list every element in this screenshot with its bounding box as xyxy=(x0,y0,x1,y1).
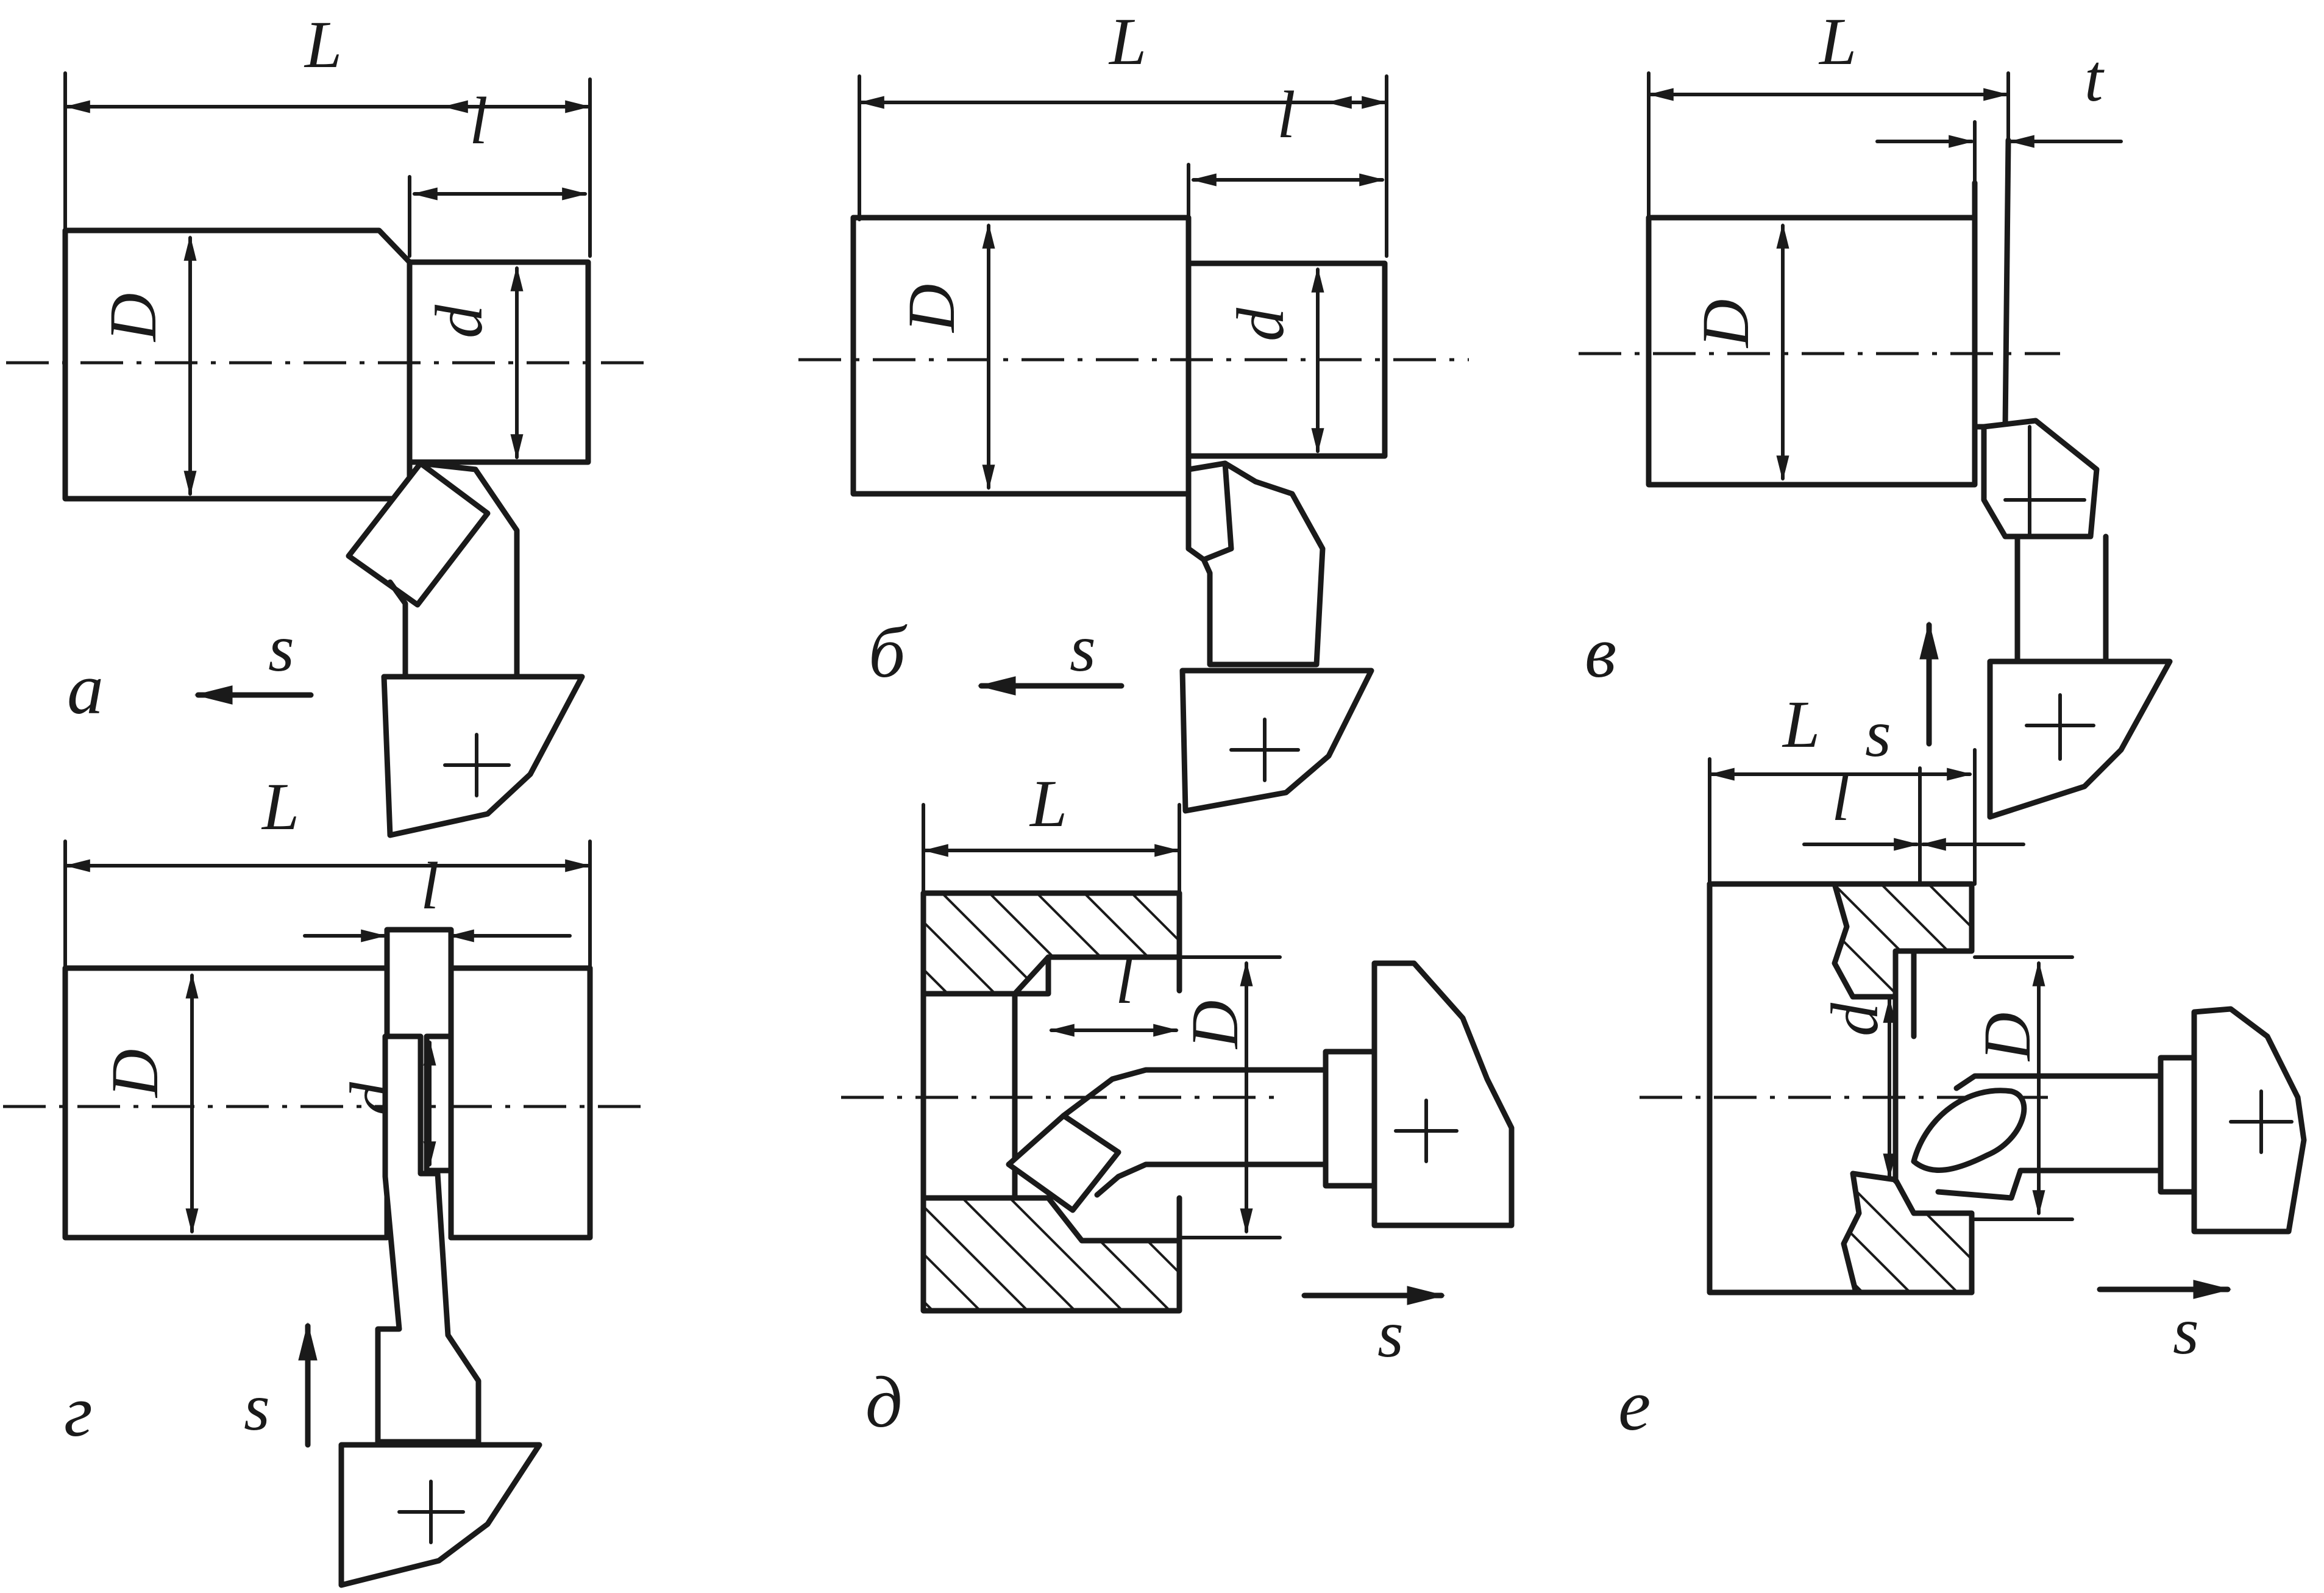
workpiece xyxy=(1646,215,1978,488)
label-L: L xyxy=(304,7,342,82)
wall-section-bottom xyxy=(1841,1171,1975,1295)
label-s: s xyxy=(1070,611,1096,685)
workpiece-small-diameter xyxy=(407,259,591,465)
label-d: d xyxy=(1223,307,1298,341)
cutter-shank xyxy=(1201,460,1326,668)
panel-v: L t D в xyxy=(1579,4,2173,820)
bar-collar xyxy=(1323,1049,1377,1189)
label-l: l xyxy=(1832,760,1850,835)
caption-b: б xyxy=(869,611,908,693)
caption-e: е xyxy=(1618,1364,1651,1445)
tool-holder xyxy=(1179,668,1374,814)
wall-section-top xyxy=(1832,881,1975,1000)
tool-holder xyxy=(1987,658,2173,820)
panel-e: L l s d D s е xyxy=(1618,621,2307,1445)
label-s-top: s xyxy=(1865,696,1891,771)
panel-d: L l D s д xyxy=(841,766,1515,1442)
label-l: l xyxy=(421,849,439,923)
workpiece-small-diameter xyxy=(1185,260,1388,459)
label-D: D xyxy=(1970,1013,2044,1062)
label-l: l xyxy=(469,84,488,158)
label-D: D xyxy=(894,284,968,333)
label-s: s xyxy=(1377,1297,1404,1371)
bore-step xyxy=(1012,954,1051,997)
boring-cutter-tip xyxy=(1006,1113,1121,1213)
label-l: l xyxy=(1115,943,1134,1017)
parting-blade xyxy=(1972,137,2011,430)
panel-g: L l D d s г xyxy=(3,769,652,1588)
tool-holder xyxy=(338,1442,542,1588)
label-s: s xyxy=(268,611,294,685)
grooving-cutter-tip xyxy=(1911,1088,2027,1173)
wall-section-bottom xyxy=(920,1195,1182,1314)
bore-outline xyxy=(1012,991,1051,1201)
label-L: L xyxy=(1818,4,1857,79)
label-L: L xyxy=(1782,687,1820,761)
label-L: L xyxy=(1108,4,1146,79)
label-d: d xyxy=(422,304,496,338)
label-D: D xyxy=(98,1049,172,1099)
label-L: L xyxy=(1029,766,1067,841)
caption-a: а xyxy=(67,648,104,729)
tool-holder xyxy=(1371,960,1515,1228)
cutter-shank xyxy=(2014,533,2109,665)
label-D: D xyxy=(96,293,170,343)
workpiece-large-diameter xyxy=(850,215,1192,497)
workpiece-right xyxy=(448,965,593,1241)
caption-g: г xyxy=(64,1370,93,1452)
cutter-head xyxy=(1981,418,2100,540)
caption-v: в xyxy=(1585,611,1616,693)
label-d: d xyxy=(1818,1002,1892,1036)
workpiece-large-diameter xyxy=(62,227,413,502)
cutter-tip xyxy=(1185,460,1234,563)
bar-collar xyxy=(2158,1055,2197,1195)
workpiece-left xyxy=(62,965,390,1241)
label-t: t xyxy=(2084,41,2105,115)
groove-outline xyxy=(384,927,454,1241)
label-s: s xyxy=(2173,1294,2199,1368)
label-D: D xyxy=(1178,1000,1252,1050)
panel-a: L l D d s а xyxy=(6,7,646,838)
label-l: l xyxy=(1277,77,1296,152)
label-s: s xyxy=(244,1370,270,1444)
panel-b: L l D d s б xyxy=(798,4,1469,814)
grooving-cutter xyxy=(375,1033,482,1445)
cutter-tip xyxy=(346,460,491,608)
tool-holder xyxy=(381,674,585,838)
label-D: D xyxy=(1688,299,1763,349)
wall-section-top xyxy=(920,890,1182,997)
label-L: L xyxy=(261,769,299,844)
caption-d: д xyxy=(865,1361,903,1442)
